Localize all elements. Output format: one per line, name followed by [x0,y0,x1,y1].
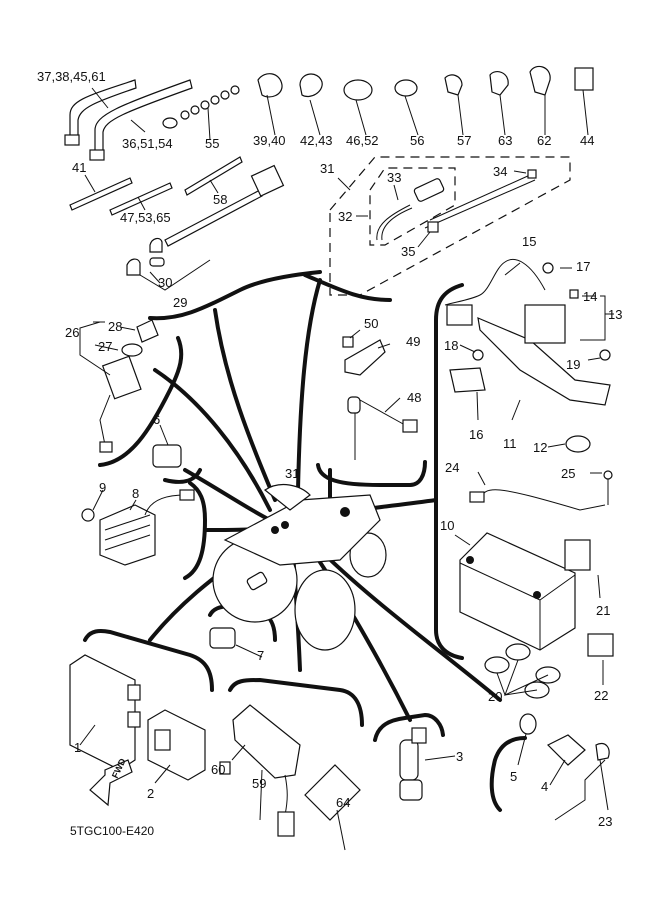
label-31-center: 31 [285,466,300,481]
label-31-top: 31 [320,161,335,176]
label-23: 23 [598,814,613,829]
label-34: 34 [493,164,508,179]
group-bracket-48 [316,460,427,487]
fwd-arrow [89,759,133,807]
group-bracket-right [434,283,464,660]
battery-10 [454,470,614,685]
label-39-40: 39,40 [253,133,286,148]
module-59 [219,704,301,837]
label-28: 28 [108,319,123,334]
label-10: 10 [440,518,455,533]
relay-assembly [444,258,614,453]
battery-dampers-20 [484,643,561,699]
label-16: 16 [469,427,484,442]
label-46-52: 46,52 [346,133,379,148]
ignition-coil-3 [399,727,456,801]
label-48: 48 [407,390,422,405]
label-18: 18 [444,338,459,353]
rectifier-regulator-8 [81,489,195,566]
group-bracket-3 [373,712,445,742]
label-55: 55 [205,136,220,151]
label-24: 24 [445,460,460,475]
sub-harness-31-box [329,156,571,296]
label-6: 6 [153,412,161,427]
diagram-code: 5TGC100-E420 [70,824,155,838]
label-60: 60 [211,762,226,777]
label-41: 41 [72,160,87,175]
label-32: 32 [338,209,353,224]
atv-vehicle [212,483,387,651]
label-64: 64 [336,795,351,810]
clamps [257,65,594,101]
label-44: 44 [580,133,595,148]
label-62: 62 [537,133,552,148]
label-22: 22 [594,688,609,703]
switch-6 [152,424,182,468]
clamp-beads [162,85,240,129]
label-5: 5 [510,769,518,784]
group-bracket-31 [303,273,392,302]
unit-2 [147,709,206,784]
label-20: 20 [488,689,503,704]
label-8: 8 [132,486,140,501]
group-bracket-8 [183,481,208,580]
group-bracket-6 [163,468,202,484]
group-bracket-1-2 [83,629,214,692]
label-7: 7 [257,648,265,663]
label-11: 11 [503,436,517,451]
cable-ties [64,79,243,216]
switch-7 [209,627,263,658]
label-9: 9 [99,480,107,495]
label-12: 12 [533,440,548,455]
group-bracket-top-left [148,270,322,321]
neutral-switch-assembly [342,329,418,460]
label-42-43: 42,43 [300,133,333,148]
wire-harness [126,164,285,291]
group-bracket-59 [228,677,364,727]
label-36-51-54: 36,51,54 [122,136,173,151]
label-58: 58 [213,192,228,207]
label-63: 63 [498,133,513,148]
relay-64 [304,764,361,851]
label-35: 35 [401,244,416,259]
label-30: 30 [158,275,173,290]
label-26: 26 [65,325,80,340]
sender-unit-26 [79,319,159,453]
leader-lines-top [84,87,589,211]
label-25: 25 [561,466,576,481]
label-50: 50 [364,316,379,331]
label-29: 29 [173,295,188,310]
label-4: 4 [541,779,549,794]
label-1: 1 [74,740,82,755]
label-59: 59 [252,776,267,791]
label-49: 49 [406,334,421,349]
label-14: 14 [583,289,598,304]
label-19: 19 [566,357,581,372]
label-37-38-45-61: 37,38,45,61 [37,69,106,84]
label-57: 57 [457,133,472,148]
group-bracket-5 [489,736,527,812]
label-13: 13 [608,307,623,322]
label-33: 33 [387,170,402,185]
label-27: 27 [98,339,113,354]
label-56: 56 [410,133,425,148]
label-2: 2 [147,786,155,801]
label-47-53-65: 47,53,65 [120,210,171,225]
group-bracket-26 [98,336,184,467]
label-21: 21 [596,603,611,618]
ecu-1 [69,654,141,771]
label-17: 17 [576,259,591,274]
washer-5 [517,713,537,766]
sensor-4 [546,734,610,821]
label-3: 3 [456,749,464,764]
label-15: 15 [522,234,537,249]
